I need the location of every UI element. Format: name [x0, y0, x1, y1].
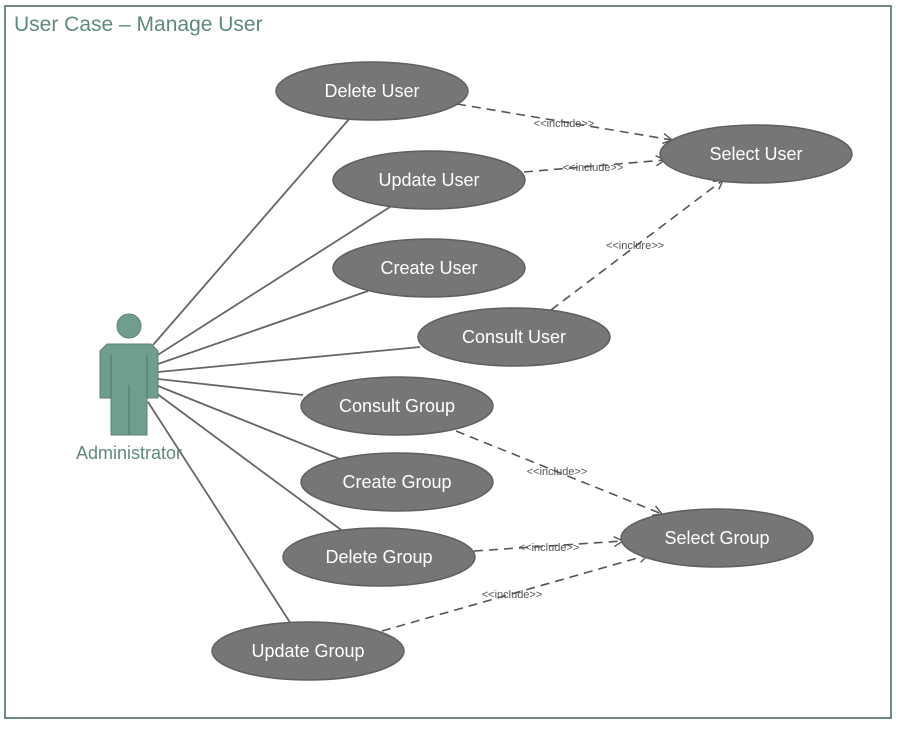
include-relations [381, 103, 725, 632]
include-line-consult-user [550, 179, 725, 311]
use-case-select-group[interactable]: Select Group [620, 508, 814, 568]
use-case-label: Consult Group [339, 396, 455, 416]
actor-label: Administrator [76, 443, 182, 463]
use-case-delete-user[interactable]: Delete User [275, 61, 469, 121]
use-case-select-user[interactable]: Select User [659, 124, 853, 184]
association-delete-group [155, 392, 345, 533]
use-case-label: Update User [378, 170, 479, 190]
association-delete-user [152, 117, 351, 346]
include-line-delete-user [456, 103, 674, 145]
include-line-consult-group [455, 430, 664, 516]
use-case-consult-group[interactable]: Consult Group [300, 376, 494, 436]
use-case-label: Select User [709, 144, 802, 164]
use-case-label: Update Group [251, 641, 364, 661]
association-consult-user [157, 346, 421, 373]
use-case-consult-user[interactable]: Consult User [417, 307, 611, 367]
include-label-update-group: <<include>> [482, 589, 543, 601]
use-case-create-group[interactable]: Create Group [300, 452, 494, 512]
include-label-delete-user: <<include>> [534, 118, 595, 130]
association-consult-group [157, 378, 304, 396]
actor-administrator[interactable]: Administrator [76, 313, 182, 463]
associations [147, 117, 421, 625]
association-create-group [157, 385, 341, 460]
include-label-consult-user: <<inclure>> [606, 240, 664, 252]
include-label-delete-group: <<include>> [519, 542, 580, 554]
use-case-update-user[interactable]: Update User [332, 150, 526, 210]
association-update-group [147, 401, 292, 625]
use-case-label: Select Group [664, 528, 769, 548]
use-case-label: Consult User [462, 327, 566, 347]
include-line-update-group [381, 551, 650, 632]
use-case-create-user[interactable]: Create User [332, 238, 526, 298]
include-labels: <<include>> <<include>> <<inclure>> <<in… [482, 118, 664, 601]
actor-figure-icon [99, 313, 159, 436]
use-case-label: Create Group [342, 472, 451, 492]
use-case-label: Delete User [324, 81, 419, 101]
use-case-label: Create User [380, 258, 477, 278]
diagram-title: User Case – Manage User [14, 13, 263, 36]
use-case-label: Delete Group [325, 547, 432, 567]
include-label-update-user: <<include>> [563, 162, 624, 174]
use-case-delete-group[interactable]: Delete Group [282, 527, 476, 587]
include-line-delete-group [473, 535, 625, 552]
include-label-consult-group: <<include>> [527, 466, 588, 478]
association-update-user [155, 206, 391, 357]
association-create-user [157, 290, 369, 365]
include-line-update-user [523, 155, 667, 173]
use-case-update-group[interactable]: Update Group [211, 621, 405, 681]
